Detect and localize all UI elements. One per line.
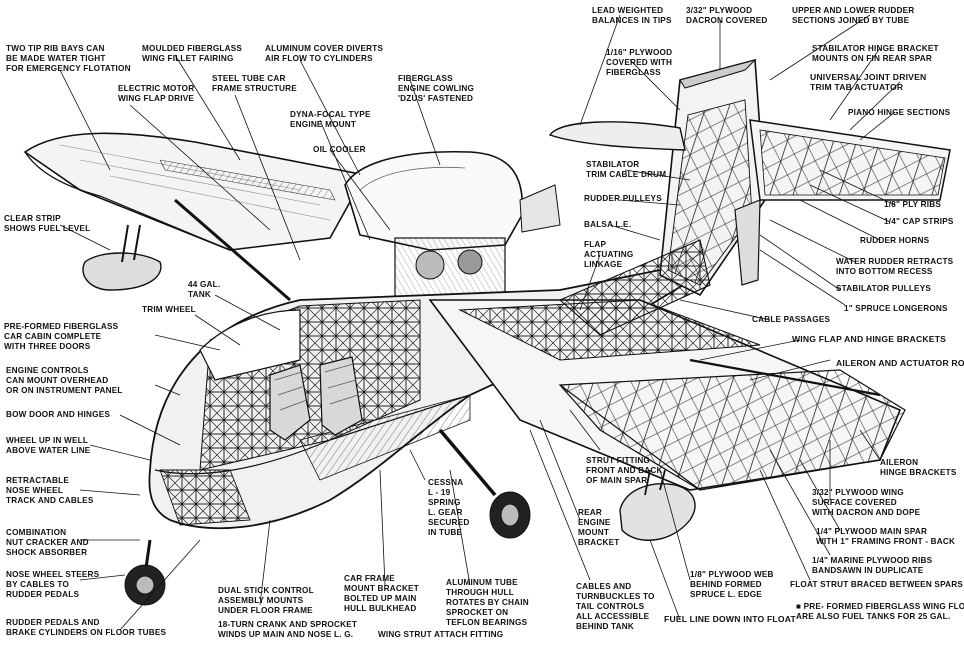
label-aileron-rods: AILERON AND ACTUATOR RODS <box>836 358 964 368</box>
label-fuel-line: FUEL LINE DOWN INTO FLOAT <box>664 614 796 624</box>
leader-lines <box>59 14 901 631</box>
label-rudder-pulleys: RUDDER PULLEYS <box>584 194 662 203</box>
label-wing-flap-brackets: WING FLAP AND HINGE BRACKETS <box>792 334 947 344</box>
landing-gear <box>124 428 531 606</box>
label-cap-strips: 1/4" CAP STRIPS <box>884 217 954 226</box>
label-float-strut: FLOAT STRUT BRACED BETWEEN SPARS <box>790 580 964 589</box>
label-bow-door: BOW DOOR AND HINGES <box>6 410 111 419</box>
left-wing <box>23 132 367 302</box>
label-ply-ribs: 1/8" PLY RIBS <box>884 200 941 209</box>
label-stabilator-pulleys: STABILATOR PULLEYS <box>836 284 932 293</box>
label-spruce-longerons: 1" SPRUCE LONGERONS <box>844 304 948 313</box>
label-wing-strut: WING STRUT ATTACH FITTING <box>378 630 504 639</box>
label-cable-passages: CABLE PASSAGES <box>752 315 831 324</box>
label-balsa: BALSA L.E. <box>584 220 632 229</box>
tail-assembly <box>548 58 951 336</box>
label-trim-wheel: TRIM WHEEL <box>142 305 196 314</box>
label-piano-hinge: PIANO HINGE SECTIONS <box>848 108 951 117</box>
label-oil-cooler: OIL COOLER <box>313 145 366 154</box>
label-rudder-horns: RUDDER HORNS <box>860 236 930 245</box>
label-gal-tank: 44 GAL.TANK <box>188 280 221 299</box>
engine-cowling <box>344 150 561 299</box>
